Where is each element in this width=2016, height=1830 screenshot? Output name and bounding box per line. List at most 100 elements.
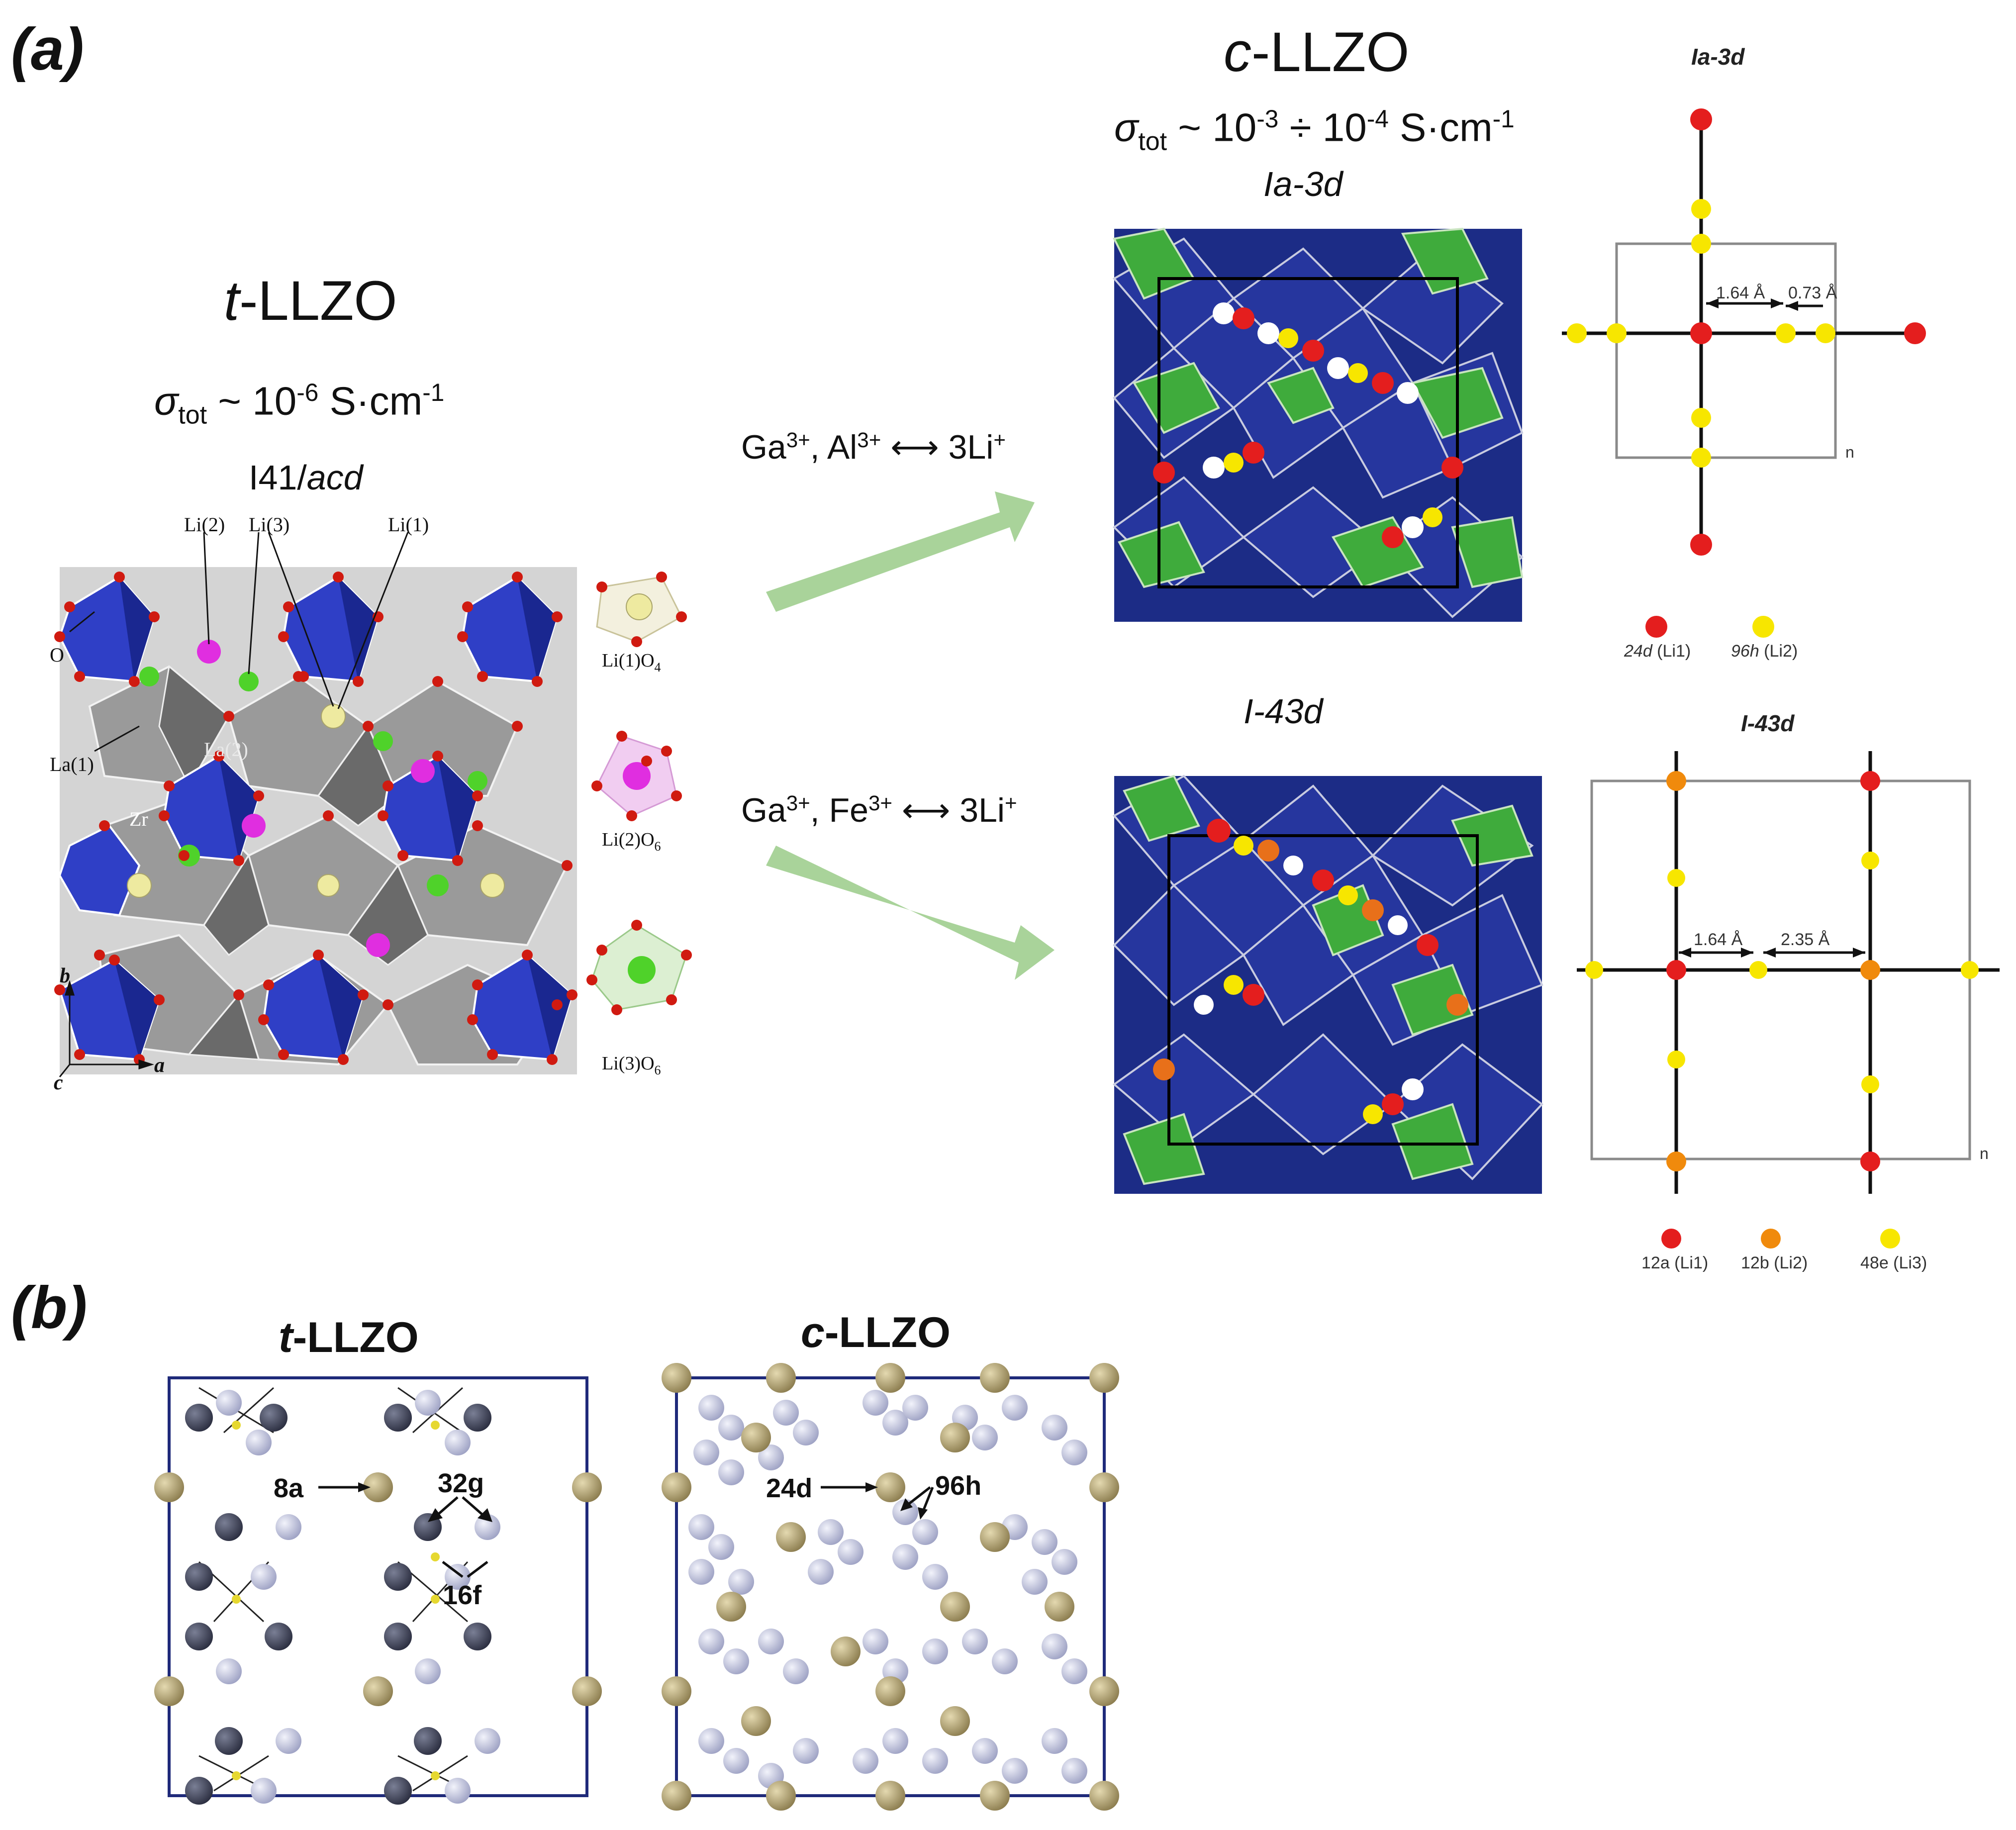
t-sigma-mid: ~ 10 (207, 379, 297, 423)
legend-48e-dot (1880, 1229, 1900, 1249)
i43d-48e-sites (1585, 852, 1979, 1093)
legend-24d-dot (1645, 616, 1667, 638)
t-group-italic: acd (306, 458, 363, 497)
la2-label: La(2) (204, 738, 248, 761)
t-llzo-space-group: I41/acd (249, 458, 363, 497)
t-sigma-unit: S·cm (318, 379, 423, 423)
t-llzo-crystal-structure: Li(2) Li(3) Li(1) O La(1) La(2) Zr b a c… (50, 517, 692, 1094)
zr-octahedra-shade (114, 577, 572, 1059)
t-group-plain: I41/ (249, 458, 307, 497)
li2-atom (197, 640, 221, 664)
arrow-up-icon (766, 491, 1035, 612)
legend-48e-label: 48e (Li3) (1860, 1253, 1927, 1272)
li1o4-label: Li(1)O4 (602, 650, 661, 674)
t-llzo-title-prefix: t (224, 270, 240, 332)
la1-label: La(1) (50, 753, 94, 775)
li3-atom (427, 874, 449, 896)
arrow-24d-icon (865, 1482, 878, 1492)
la-polyhedra-dark (158, 665, 429, 1060)
i43d-diagram-title: I-43d (1741, 710, 1795, 736)
axis-c-label: c (54, 1071, 63, 1094)
li1-legend-atom (626, 593, 653, 620)
i43d-crystal-structure (1112, 774, 1543, 1194)
li1-atom (127, 873, 152, 898)
li3-legend-atom (628, 956, 656, 984)
label-96h: 96h (935, 1471, 981, 1501)
ia3d-dist-2: 0.73 Å (1788, 284, 1837, 302)
li2o6-label: Li(2)O6 (602, 829, 661, 854)
i43d-green-polyhedra (1123, 774, 1534, 1185)
label-8a: 8a (274, 1473, 304, 1503)
panel-b-label: (b) (11, 1274, 88, 1341)
b-t-llzo-title: t-LLZO (279, 1314, 419, 1361)
ia3d-dist-1: 1.64 Å (1716, 284, 1765, 302)
li3-atom (239, 672, 259, 691)
label-24d: 24d (766, 1473, 812, 1503)
legend-24d-label: 24d (Li1) (1624, 642, 1691, 661)
li3o6-label: Li(3)O6 (602, 1053, 661, 1077)
ia3d-cell-square (1615, 242, 1837, 459)
ia3d-diagram-title: Ia-3d (1691, 44, 1745, 70)
legend-12a-label: 12a (Li1) (1641, 1253, 1708, 1272)
legend-12a-dot (1661, 1229, 1681, 1249)
ia3d-site-diagram: Ia-3d 1.64 Å 0.73 Å n 24d (Li1) 96h (Li2… (1562, 44, 1926, 661)
i43d-site-diagram: I-43d 1.64 Å 2.35 Å n 12a (Li1) 12b (Li2… (1577, 710, 2000, 1272)
zr-label: Zr (129, 808, 148, 830)
t-llzo-conductivity: σtot ~ 10-6 S·cm-1 (154, 378, 444, 430)
i43d-unit-cell-frame (1167, 834, 1479, 1146)
li2-legend-atom (623, 762, 651, 790)
legend-12b-dot (1761, 1229, 1781, 1249)
li3-label: Li(3) (249, 517, 289, 536)
label-16f: 16f (443, 1580, 482, 1610)
ia3d-96h-sites (1567, 199, 1835, 468)
polyhedra-legend (586, 572, 692, 1015)
t-llzo-title: t-LLZO (224, 269, 397, 333)
li3-atom (468, 771, 487, 791)
c-llzo-sublattice: 24d 96h (662, 1363, 1119, 1811)
li-atoms (127, 640, 505, 957)
li2-atom (411, 759, 435, 783)
o-label: O (50, 644, 64, 666)
axis-a-label: a (154, 1054, 165, 1077)
t-sublattice-frame (168, 1376, 588, 1797)
i43d-12a-sites (1666, 771, 1880, 1171)
legend-96h-dot (1752, 616, 1774, 638)
li3-atom (139, 667, 159, 686)
li3-atom (373, 731, 393, 751)
li2-atom (242, 814, 266, 838)
i43d-dist-1: 1.64 Å (1694, 930, 1743, 949)
li1-atom (321, 704, 346, 729)
ia3d-24d-sites (1690, 108, 1926, 556)
li2-label: Li(2) (184, 517, 225, 536)
t-16f-sites (232, 1421, 440, 1780)
unit-cell-frame (1157, 277, 1459, 588)
t-sigma-unit-exp: -1 (422, 379, 445, 406)
li1-label: Li(1) (388, 517, 429, 536)
legend-96h-label: 96h (Li2) (1731, 642, 1798, 661)
oxygen-atoms (54, 572, 577, 1065)
li1-atom (317, 874, 340, 897)
i43d-dist-2: 2.35 Å (1781, 930, 1830, 949)
t-light-atoms (216, 1390, 500, 1804)
label-leaders (69, 532, 409, 752)
c-llzo-group-bottom: I-43d (1244, 692, 1323, 731)
t-sigma-exp: -6 (296, 379, 319, 406)
legend-12b-label: 12b (Li2) (1741, 1253, 1808, 1272)
i43d-n-label: n (1980, 1145, 1989, 1162)
ia3d-n-label: n (1845, 443, 1854, 461)
i43d-12b-sites (1666, 771, 1880, 1171)
panel-a-label: (a) (11, 16, 84, 83)
li2-atom (366, 933, 390, 957)
axis-b-label: b (60, 964, 70, 987)
t-8a-sites (154, 1472, 602, 1706)
axes-glyph (59, 980, 154, 1077)
structure-labels: Li(2) Li(3) Li(1) O La(1) La(2) Zr (50, 517, 429, 830)
ia3d-crystal-structure (1112, 227, 1524, 622)
reaction-top: Ga3+, Al3+ ⟷ 3Li+ (741, 428, 1006, 466)
i43d-li-atoms (1153, 819, 1468, 1124)
c-llzo-title: c-LLZO (1224, 21, 1410, 83)
c-24d-atoms (662, 1363, 1119, 1811)
t-llzo-title-suffix: -LLZO (239, 270, 397, 332)
arrow-down-icon (766, 846, 1055, 980)
c-llzo-group-top: Ia-3d (1263, 165, 1343, 203)
